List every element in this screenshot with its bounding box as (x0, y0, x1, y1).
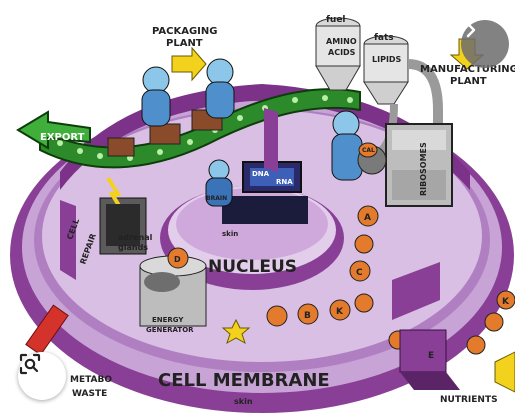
label-skin-top: skin (222, 230, 238, 238)
visual-search-button[interactable] (18, 352, 66, 400)
next-image-button[interactable] (461, 20, 509, 68)
label-manufacturing: MANUFACTURING (420, 64, 515, 75)
label-dna: DNA (252, 170, 270, 178)
label-generator: GENERATOR (146, 326, 194, 334)
silo-fuel (315, 17, 361, 91)
nutrients-arrow (494, 351, 515, 393)
label-vitamin-k2: K (502, 297, 510, 307)
label-metabolic: METABO (70, 375, 112, 385)
spark-icon (221, 318, 251, 345)
label-skin-bottom: skin (234, 397, 253, 406)
label-lipids: LIPIDS (372, 55, 402, 64)
chevron-right-icon (466, 22, 476, 38)
label-fuel: fuel (326, 15, 346, 25)
export-arrow (16, 110, 91, 150)
label-glands: glands (118, 243, 148, 252)
label-nutrients: NUTRIENTS (440, 395, 498, 405)
label-vitamin-c: C (356, 268, 363, 278)
label-ribosomes: RIBOSOMES (419, 142, 428, 196)
label-packaging-plant: PLANT (166, 38, 203, 49)
label-cal: CAL (362, 147, 375, 154)
label-brain: BRAIN (206, 195, 227, 202)
packaging-worker-1 (141, 66, 171, 127)
scientist-head (208, 159, 230, 181)
label-adrenal: adrenal (118, 233, 153, 242)
packaging-arrow (171, 46, 207, 82)
label-manufacturing-plant: PLANT (450, 76, 487, 87)
label-vitamin-k: K (336, 307, 344, 317)
label-waste: WASTE (72, 389, 107, 399)
label-vitamin-a: A (364, 213, 371, 223)
label-export: EXPORT (40, 132, 85, 143)
label-fats: fats (374, 33, 394, 43)
label-rna: RNA (276, 178, 293, 186)
waste-pipe (25, 304, 69, 356)
cal-pot (358, 142, 378, 158)
label-vitamin-e: E (428, 351, 434, 361)
label-nucleus: NUCLEUS (208, 257, 297, 277)
label-acids: ACIDS (328, 48, 356, 57)
label-vitamin-d: D (174, 255, 181, 264)
label-vitamin-b: B (304, 311, 311, 321)
label-packaging: PACKAGING (152, 26, 217, 37)
packaging-worker-2 (205, 58, 235, 119)
label-energy: ENERGY (152, 316, 184, 324)
silo-fats (363, 35, 409, 105)
manufacturing-worker (331, 110, 363, 181)
lens-icon (19, 353, 41, 375)
label-cell-membrane: CELL MEMBRANE (158, 370, 330, 391)
label-amino: AMINO (326, 37, 357, 46)
